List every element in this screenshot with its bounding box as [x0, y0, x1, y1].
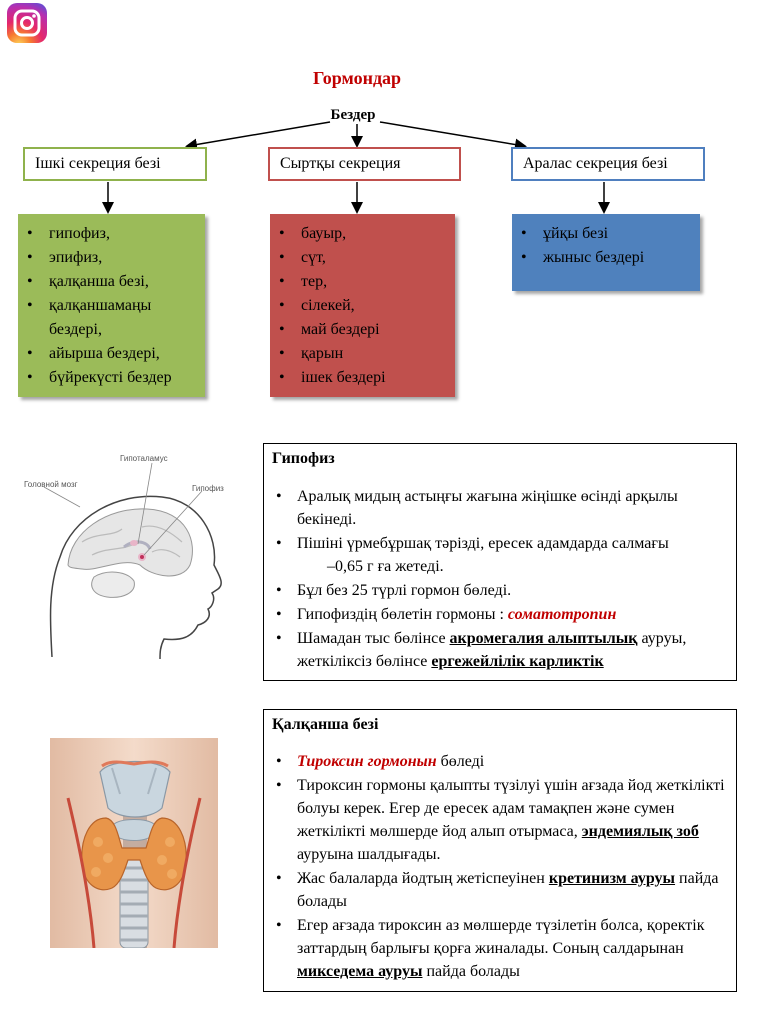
hormone-text: Гипофиздің бөлетін гормоны :	[297, 606, 504, 623]
list-item: сілекей,	[279, 294, 449, 318]
myxedema-suffix: пайда болады	[426, 963, 520, 980]
hierarchy-arrows	[102, 121, 610, 214]
endemic-goiter-disease: эндемиялық зоб	[581, 823, 699, 840]
pituitary-info-box: Гипофиз Аралық мидың астыңғы жағына жіңі…	[263, 443, 737, 681]
category-external-secretion: Сыртқы секреция	[268, 147, 461, 181]
list-item: Бұл без 25 түрлі гормон бөледі.	[276, 579, 726, 602]
deficiency-text: ауруы, жеткіліксіз бөлінсе	[297, 630, 687, 670]
arrow-to-mixed	[379, 121, 527, 151]
dwarfism-disease: ергежейлілік карликтік	[431, 653, 604, 670]
list-item: май бездері	[279, 318, 449, 342]
excess-text: Шамадан тыс бөлінсе	[297, 630, 446, 647]
thyroid-info-box: Қалқанша безі Тироксин гормонын бөледі Т…	[263, 709, 737, 992]
list-item: Егер ағзада тироксин аз мөлшерде түзілет…	[276, 914, 726, 983]
pituitary-weight-text: –0,65 г ға жетеді.	[327, 558, 444, 575]
list-item: бауыр,	[279, 222, 449, 246]
category-mixed-secretion: Аралас секреция безі	[511, 147, 705, 181]
thyroid-title: Қалқанша безі	[272, 716, 379, 733]
pituitary-shape-text: Пішіні үрмебұршақ тәрізді, ересек адамда…	[297, 535, 669, 552]
list-item: Гипофиздің бөлетін гормоны : соматотропи…	[276, 603, 726, 626]
thyroid-illustration	[50, 738, 218, 948]
acromegaly-disease: акромегалия алыптылық	[449, 630, 638, 647]
cretinism-suffix: пайда болады	[297, 870, 719, 910]
list-item: айырша бездері,	[27, 342, 199, 366]
glands-label: Бездер	[330, 107, 376, 123]
list-item: тер,	[279, 270, 449, 294]
external-glands-list: бауыр, сүт, тер, сілекей, май бездері қа…	[270, 214, 455, 397]
children-text: Жас балаларда йодтың жетіспеуінен	[297, 870, 545, 887]
list-item: гипофиз,	[27, 222, 199, 246]
list-item: бүйрекүсті бездер	[27, 366, 199, 390]
list-item: қалқаншамаңы бездері,	[27, 294, 199, 342]
list-item: ұйқы безі	[521, 222, 694, 246]
mixed-glands-list: ұйқы безі жыныс бездері	[512, 214, 700, 291]
thyroxine-hormone: Тироксин гормонын	[297, 753, 437, 770]
list-item: қалқанша безі,	[27, 270, 199, 294]
list-item: ішек бездері	[279, 366, 449, 390]
brain-illustration: Гипоталамус Головной мозг Гипофиз	[24, 454, 224, 659]
label-brain: Головной мозг	[24, 480, 78, 489]
page-title: Гормондар	[312, 68, 402, 88]
internal-glands-list: гипофиз, эпифиз, қалқанша безі, қалқанша…	[18, 214, 205, 397]
instagram-icon[interactable]	[7, 3, 47, 43]
list-item: Шамадан тыс бөлінсе акромегалия алыптылы…	[276, 627, 726, 673]
myxedema-disease: микседема ауруы	[297, 963, 423, 980]
list-item: Жас балаларда йодтың жетіспеуінен кретин…	[276, 867, 726, 913]
label-hypothalamus: Гипоталамус	[120, 454, 168, 463]
list-item: Аралық мидың астыңғы жағына жіңішке өсін…	[276, 485, 726, 531]
somatotropin-hormone: соматотропин	[507, 606, 617, 623]
list-item: сүт,	[279, 246, 449, 270]
category-internal-secretion: Ішкі секреция безі	[23, 147, 207, 181]
list-item: Пішіні үрмебұршақ тәрізді, ересек адамда…	[276, 532, 726, 578]
secretes-text: бөледі	[440, 753, 485, 770]
pituitary-title: Гипофиз	[272, 450, 335, 467]
list-item: Тироксин гормоны қалыпты түзілуі үшін ағ…	[276, 774, 726, 866]
goiter-suffix: ауруына шалдығады.	[297, 846, 441, 863]
arrow-to-internal	[185, 121, 331, 151]
list-item: Тироксин гормонын бөледі	[276, 750, 726, 773]
deficiency-text: Егер ағзада тироксин аз мөлшерде түзілет…	[297, 917, 705, 957]
list-item: қарын	[279, 342, 449, 366]
iodine-text: Тироксин гормоны қалыпты түзілуі үшін ағ…	[297, 777, 725, 840]
list-item: эпифиз,	[27, 246, 199, 270]
label-hypophysis: Гипофиз	[192, 484, 224, 493]
thyroid-gland	[81, 817, 187, 891]
list-item: жыныс бездері	[521, 246, 694, 270]
cretinism-disease: кретинизм ауруы	[548, 870, 676, 887]
